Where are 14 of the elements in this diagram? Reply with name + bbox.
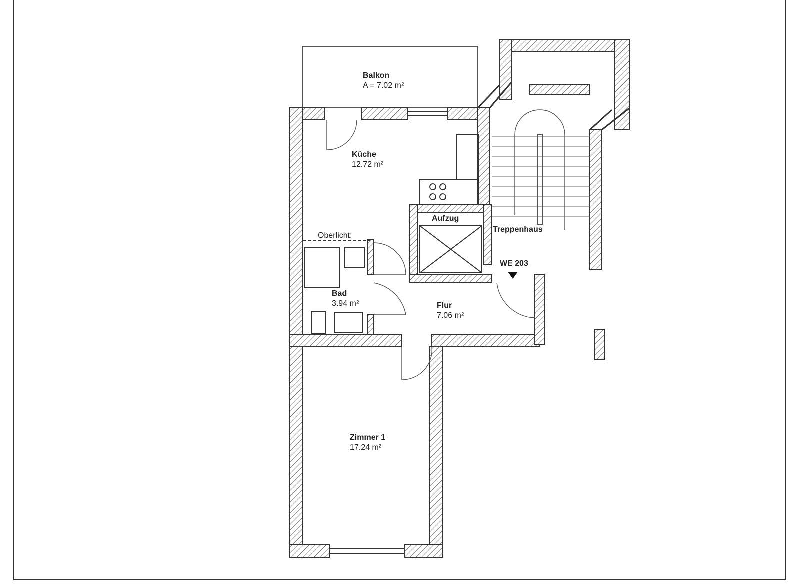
room-area: 3.94 m² bbox=[332, 299, 360, 309]
room-area: A = 7.02 m² bbox=[363, 81, 404, 91]
room-name: Treppenhaus bbox=[493, 225, 543, 235]
note-label: Oberlicht: bbox=[318, 231, 352, 241]
room-name: Zimmer 1 bbox=[350, 433, 386, 443]
room-area: 17.24 m² bbox=[350, 443, 386, 453]
room-name: Bad bbox=[332, 289, 348, 299]
unit-number: WE 203 bbox=[500, 259, 528, 269]
room-name: Flur bbox=[437, 301, 454, 311]
room-name: Aufzug bbox=[432, 214, 460, 224]
room-name: Balkon bbox=[363, 71, 391, 81]
room-name: Küche bbox=[352, 150, 378, 160]
room-area: 12.72 m² bbox=[352, 160, 384, 170]
room-area: 7.06 m² bbox=[437, 311, 464, 321]
